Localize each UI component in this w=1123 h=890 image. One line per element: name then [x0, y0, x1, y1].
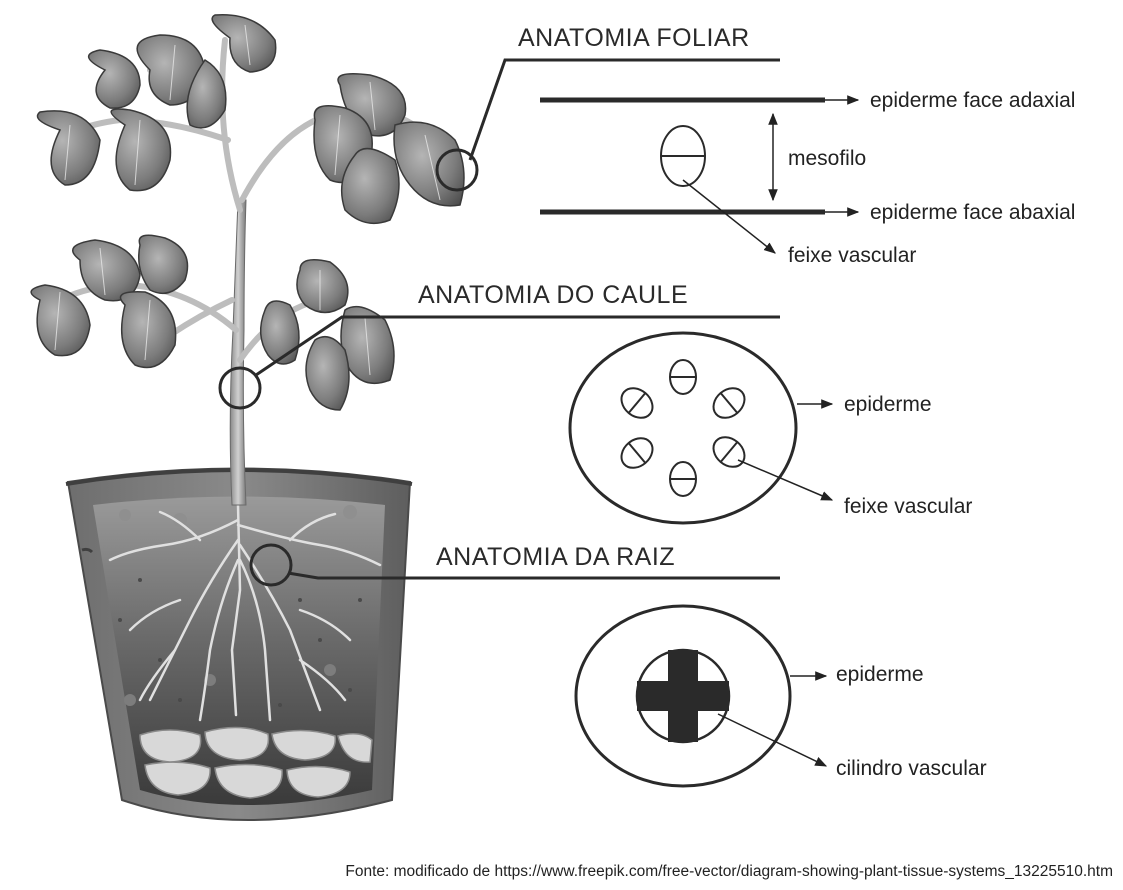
stem-highlight-circle	[218, 366, 262, 410]
leaf-vascular-label: feixe vascular	[788, 244, 916, 267]
root-anatomy-title: ANATOMIA DA RAIZ	[436, 543, 675, 571]
leaf-vascular-bundle	[660, 125, 706, 187]
pot	[65, 467, 413, 821]
stem-vascular-bundles	[620, 359, 746, 497]
root-anatomy: ANATOMIA DA RAIZ epiderme cilindro vascu…	[436, 543, 987, 788]
lower-epidermis-label: epiderme face abaxial	[870, 201, 1075, 224]
stem-bundle	[669, 461, 697, 497]
leaf-highlight-circle	[435, 148, 479, 192]
root-xylem-cross	[637, 650, 729, 742]
stem-bundle	[712, 387, 746, 419]
stem-bundle	[620, 387, 654, 419]
upper-epidermis-label: epiderme face adaxial	[870, 89, 1075, 112]
soil-specks	[118, 505, 362, 707]
leaf-anatomy: ANATOMIA FOLIAR epiderme face adaxial ep…	[518, 24, 1075, 267]
root-cylinder-pointer	[717, 713, 828, 767]
root-highlight-circle	[249, 543, 293, 587]
stem-vascular-label: feixe vascular	[844, 495, 972, 518]
callout-lines	[255, 58, 780, 580]
pebbles	[139, 726, 373, 799]
stem-bundle	[620, 437, 654, 469]
stem-cross-section	[568, 331, 798, 525]
stem-anatomy: ANATOMIA DO CAULE epiderme feixe vascula…	[418, 281, 972, 525]
leaves	[30, 13, 465, 411]
stem	[229, 199, 247, 506]
root-epidermis-label: epiderme	[836, 663, 924, 686]
roots	[108, 503, 382, 722]
source-credit: Fonte: modificado de https://www.freepik…	[345, 863, 1113, 880]
root-cylinder-label: cilindro vascular	[836, 757, 987, 780]
plant-illustration	[30, 13, 479, 821]
stem-bundle	[712, 436, 746, 468]
stem-anatomy-title: ANATOMIA DO CAULE	[418, 281, 688, 309]
leaf-veins	[54, 24, 441, 376]
mesophyll-label: mesofilo	[788, 147, 866, 170]
stem-epidermis-label: epiderme	[844, 393, 932, 416]
stem-vascular-pointer	[737, 459, 834, 501]
stem-bundle	[669, 359, 697, 395]
leaf-anatomy-title: ANATOMIA FOLIAR	[518, 24, 750, 52]
leaf-vascular-pointer	[682, 179, 776, 254]
